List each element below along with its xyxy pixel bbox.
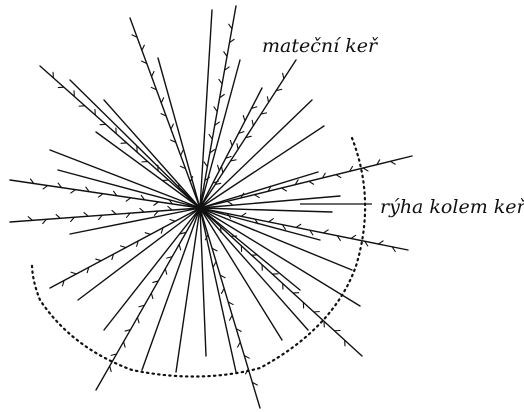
bud-mark [71,190,76,193]
bud-mark [378,241,383,244]
bud-mark [110,366,111,371]
bud-mark [224,52,227,57]
bud-mark [56,215,60,219]
trench-circle [32,138,365,377]
bud-mark [230,140,232,145]
bud-mark [120,246,125,248]
bud-mark [152,71,154,76]
bud-mark [181,150,183,155]
bud-mark [252,120,253,126]
bud-mark [390,161,395,164]
bud-mark [112,210,116,214]
bud-mark [222,167,223,173]
bud-mark [165,269,166,274]
bud-mark [145,233,150,235]
bud-mark [171,124,173,129]
bud-mark [309,181,314,184]
branch-line [200,88,262,208]
branch-line [200,208,352,270]
bud-mark [267,97,268,103]
bud-mark [229,24,232,29]
bud-mark [161,98,163,103]
bud-mark [84,213,88,217]
bud-mark [204,162,207,167]
bud-mark [170,220,175,222]
branches-group [10,6,412,408]
bud-mark [218,165,220,170]
shrub-center [197,205,203,211]
bud-mark [336,175,341,178]
bud-mark [254,195,259,198]
bud-mark [43,186,48,189]
bud-mark [154,202,159,205]
bud-mark [221,288,224,293]
bud-mark [219,79,222,84]
bud-mark [269,219,274,222]
bud-mark [151,293,152,298]
bud-mark [324,230,329,233]
branch-line [70,80,200,208]
bud-mark [213,262,216,267]
bud-mark [179,244,180,249]
bud-mark [230,315,233,320]
bud-mark [124,342,125,347]
bud-mark [351,235,356,238]
branch-line [10,180,200,208]
bud-mark [96,259,101,261]
branch-line [200,60,296,208]
bud-mark [28,217,32,221]
bud-mark [168,206,172,210]
bud-mark [142,45,144,50]
branch-line [200,208,282,340]
bud-mark [209,134,212,139]
branch-line [50,150,200,208]
bud-mark [214,107,217,112]
bud-mark [283,73,284,79]
bud-mark [137,317,138,322]
bud-mark [243,116,245,121]
branch-line [130,18,200,208]
bud-mark [237,144,238,150]
branch-line [200,208,360,306]
bud-mark [71,272,76,274]
trench-label: rýha kolem keře [380,198,524,217]
branch-line [200,208,260,408]
bud-mark [363,168,368,171]
bud-mark [241,213,246,216]
bud-mark [296,224,301,227]
bud-mark [99,194,104,197]
branch-line [142,208,200,370]
bud-mark [126,198,131,201]
bud-mark [227,201,232,204]
bud-mark [140,208,144,212]
branch-line [70,208,200,234]
branch-line [176,208,200,372]
branch-line [96,132,200,208]
bud-mark [282,188,287,191]
mother-plant-label: mateční keř [262,37,377,56]
bud-mark [238,342,241,347]
